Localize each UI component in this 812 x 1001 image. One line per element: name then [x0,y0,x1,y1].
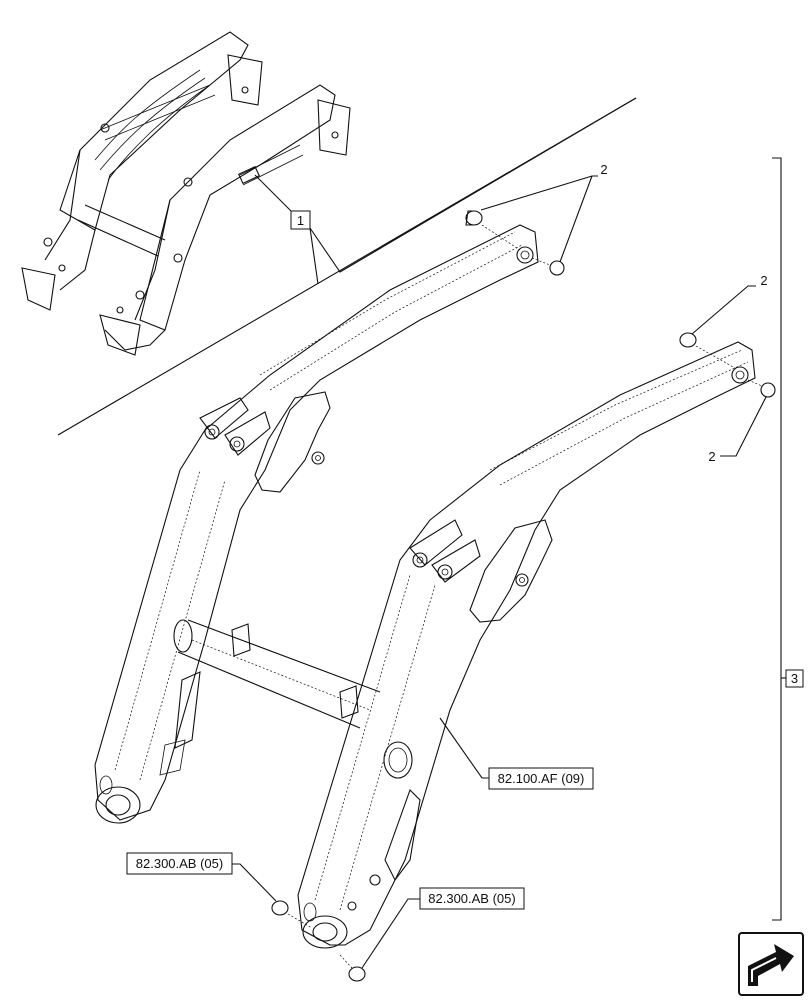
loader-overview-drawing [21,31,351,356]
callout-item-3: 3 [772,157,804,921]
loader-frame-drawing [94,224,756,949]
callout-1-label: 1 [297,213,304,228]
ref-pin-right-label: 82.300.AB (05) [428,891,515,906]
callout-2-right-top-label: 2 [760,273,767,288]
bushing-parts [271,210,776,982]
next-page-arrow-icon[interactable] [738,932,804,996]
callout-item-2-right-top: 2 [691,273,768,335]
ref-main-frame-label: 82.100.AF (09) [498,771,585,786]
callout-2-top-label: 2 [600,162,607,177]
ref-pin-right: 82.300.AB (05) [361,887,525,969]
callout-item-1: 1 [254,97,637,285]
ref-main-frame: 82.100.AF (09) [439,717,594,790]
callout-3-label: 3 [791,671,798,686]
ref-pin-left: 82.300.AB (05) [126,852,277,902]
callout-item-2-right-bottom: 2 [708,396,767,464]
callout-2-right-bottom-label: 2 [708,449,715,464]
callout-item-2-top: 2 [480,162,608,263]
ref-pin-left-label: 82.300.AB (05) [136,856,223,871]
